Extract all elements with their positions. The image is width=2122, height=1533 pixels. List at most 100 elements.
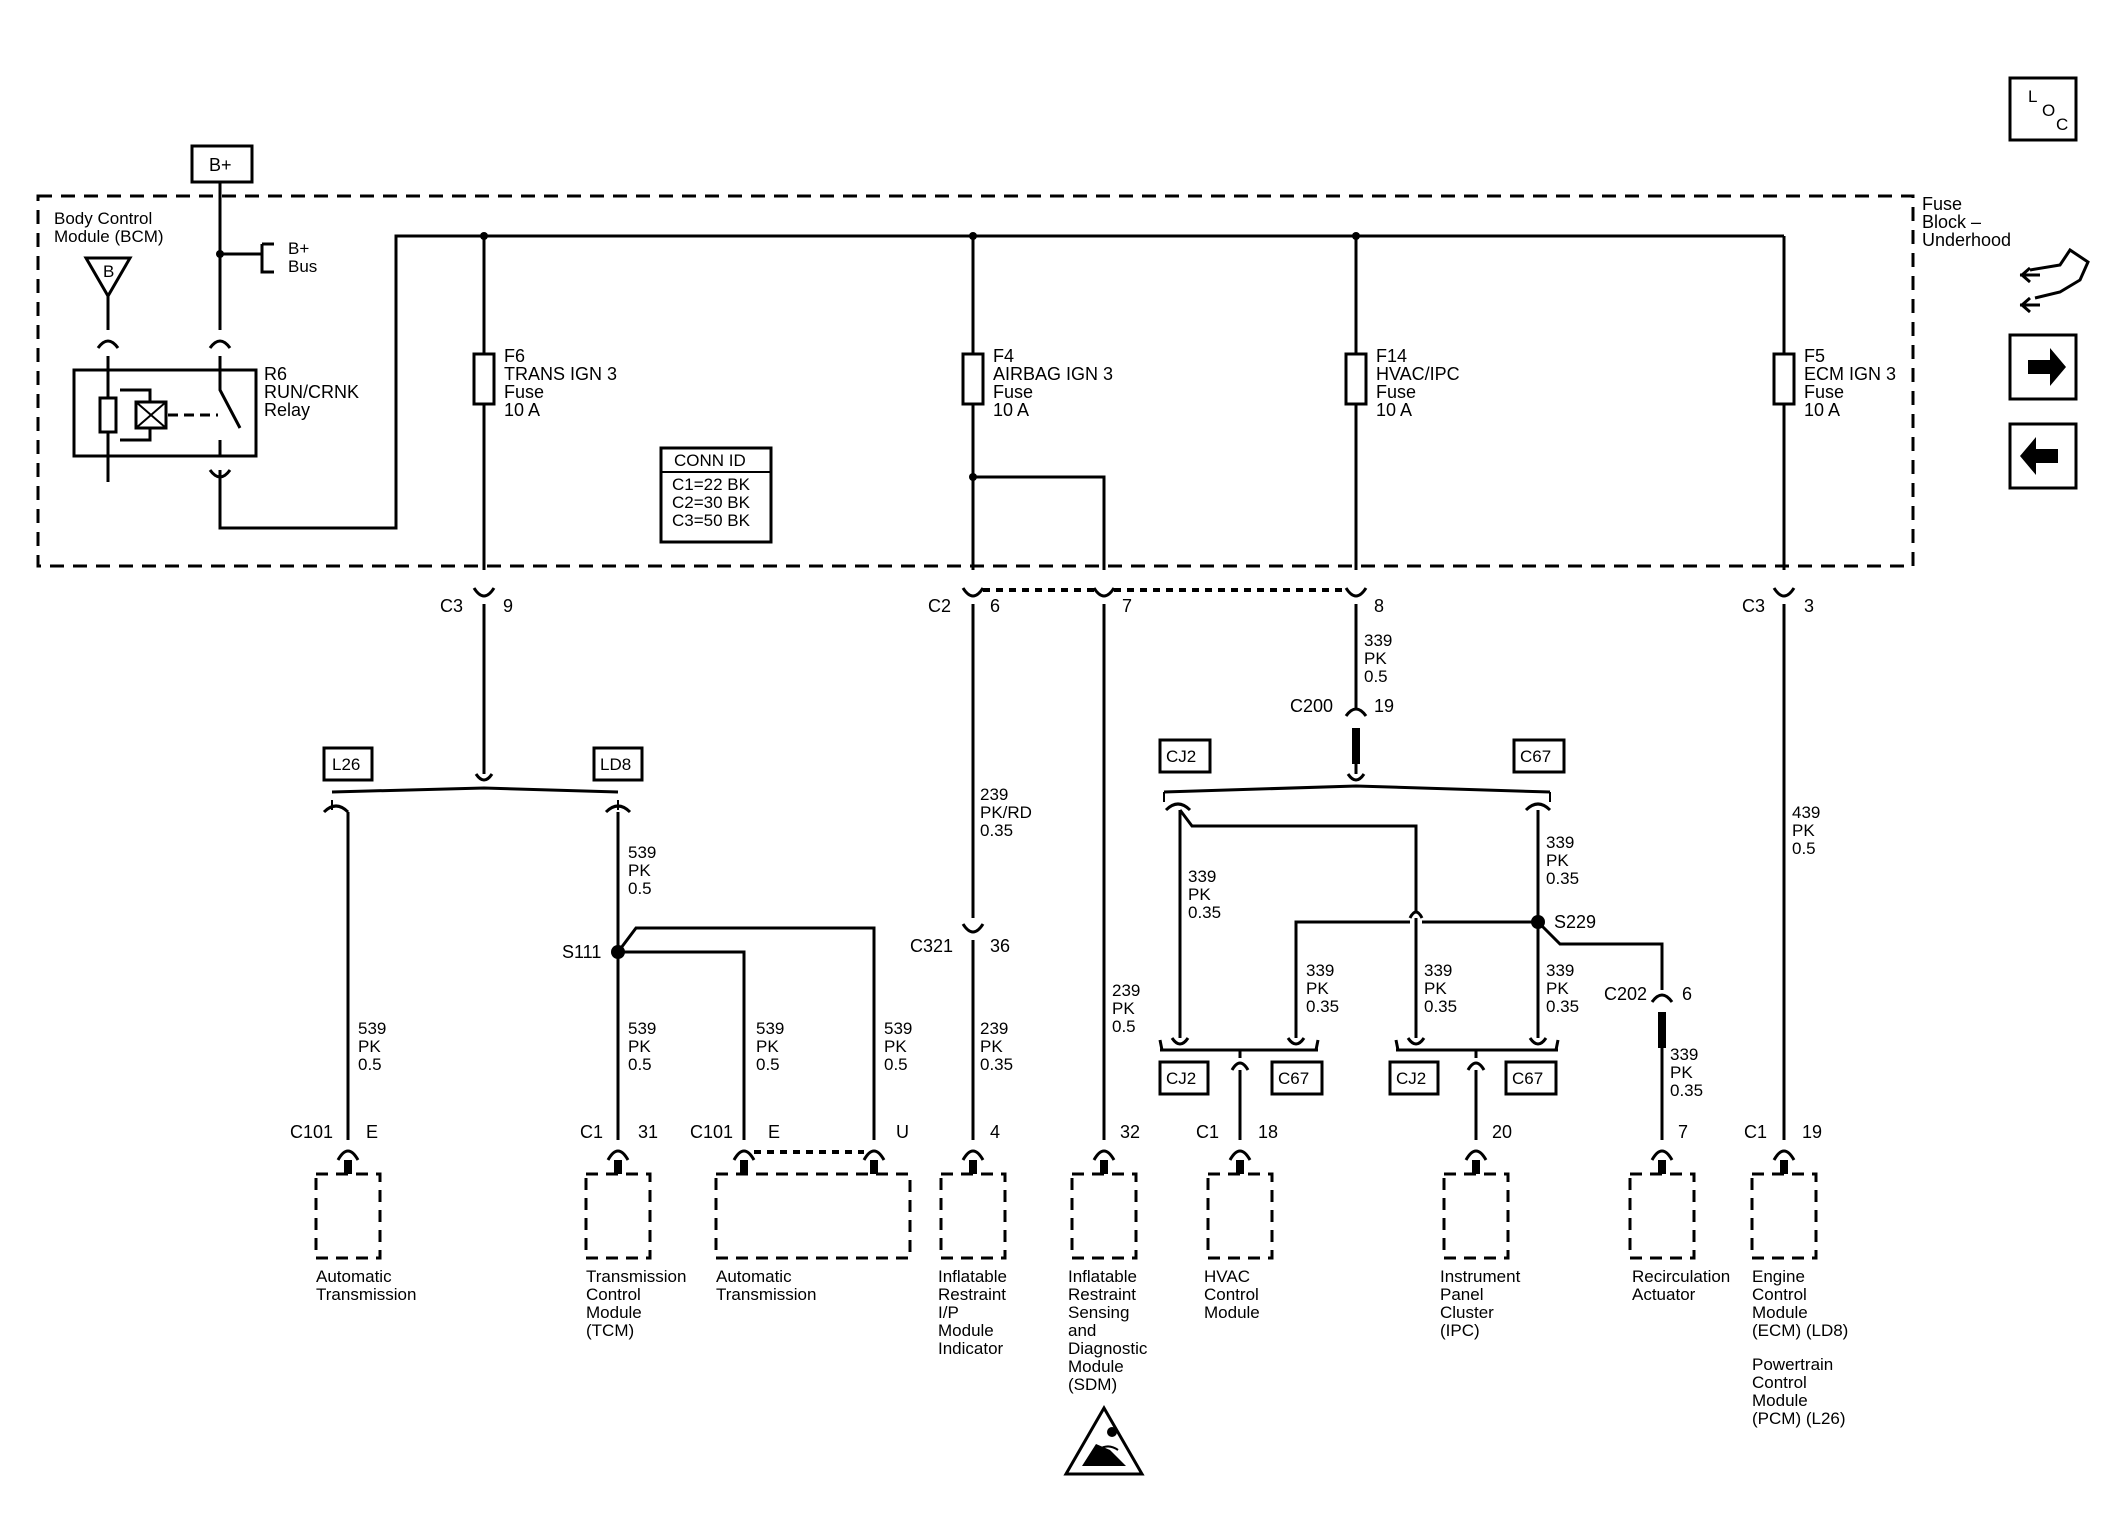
svg-text:Diagnostic: Diagnostic (1068, 1339, 1148, 1358)
fuse-f14 (1344, 232, 1368, 570)
w239sdm-3: 0.5 (1112, 1017, 1136, 1036)
w339m3-1: 339 (1546, 961, 1574, 980)
svg-text:Control: Control (1752, 1373, 1807, 1392)
label-ipc: Instrument Panel Cluster (IPC) (1440, 1267, 1521, 1340)
w339m2-1: 339 (1424, 961, 1452, 980)
w339rec-1: 339 (1670, 1045, 1698, 1064)
w339rec-2: PK (1670, 1063, 1693, 1082)
svg-text:Control: Control (1752, 1285, 1807, 1304)
w539b-1: 539 (628, 843, 656, 862)
pin-e-b: E (768, 1122, 780, 1142)
svg-text:Restraint: Restraint (938, 1285, 1006, 1304)
conn-id-row-1: C1=22 BK (672, 475, 751, 494)
c202-label: C202 (1604, 984, 1647, 1004)
pin-4: 4 (990, 1122, 1000, 1142)
w539d-2: PK (756, 1037, 779, 1056)
w239bot-3: 0.35 (980, 1055, 1013, 1074)
c2-label: C2 (928, 596, 951, 616)
w539c-2: PK (628, 1037, 651, 1056)
svg-text:(PCM) (L26): (PCM) (L26) (1752, 1409, 1846, 1428)
w239top-3: 0.35 (980, 821, 1013, 840)
w239bot-2: PK (980, 1037, 1003, 1056)
svg-text:Module: Module (938, 1321, 994, 1340)
svg-text:Recirculation: Recirculation (1632, 1267, 1730, 1286)
label-auto-trans-2: Automatic Transmission (716, 1267, 816, 1304)
w339m3-2: PK (1546, 979, 1569, 998)
b-plus-text: B+ (209, 155, 232, 175)
bcm-label-1: Body Control (54, 209, 152, 228)
w339m1-1: 339 (1306, 961, 1334, 980)
fuse-block-label: Fuse Block – Underhood (1922, 194, 2011, 250)
w239bot-1: 239 (980, 1019, 1008, 1038)
svg-text:Panel: Panel (1440, 1285, 1483, 1304)
conn-id-title: CONN ID (674, 451, 746, 470)
opt-cj2-top-text: CJ2 (1166, 747, 1196, 766)
loc-icon[interactable]: L O C (2008, 76, 2078, 142)
bcm-pin: B (103, 262, 114, 281)
s111-label: S111 (562, 942, 601, 962)
w339l1-2: PK (1188, 885, 1211, 904)
auto-trans-1-box (314, 1172, 382, 1260)
svg-text:HVAC: HVAC (1204, 1267, 1250, 1286)
w539a-1: 539 (358, 1019, 386, 1038)
auto-trans-2-box (714, 1172, 912, 1260)
opt-c67-hvac-text: C67 (1278, 1069, 1309, 1088)
opt-cj2-hvac: CJ2 (1158, 1060, 1210, 1096)
w339m2-3: 0.35 (1424, 997, 1457, 1016)
w539c-1: 539 (628, 1019, 656, 1038)
c321-pin: 36 (990, 936, 1010, 956)
fuse-f14-id: F14 (1376, 346, 1407, 366)
fuse-f6-name: TRANS IGN 3 (504, 364, 617, 384)
opt-c67-ipc-text: C67 (1512, 1069, 1543, 1088)
w539a-3: 0.5 (358, 1055, 382, 1074)
ip-indicator-box (939, 1172, 1007, 1260)
opt-c67-top-text: C67 (1520, 747, 1551, 766)
c3-pin-9: 9 (503, 596, 513, 616)
svg-text:Restraint: Restraint (1068, 1285, 1136, 1304)
w539b-2: PK (628, 861, 651, 880)
w239top-2: PK/RD (980, 803, 1032, 822)
next-arrow-icon[interactable] (2008, 333, 2078, 401)
pin-31: 31 (638, 1122, 658, 1142)
c321-label: C321 (910, 936, 953, 956)
w339m1-2: PK (1306, 979, 1329, 998)
fuse-f6 (472, 232, 496, 570)
prev-arrow-icon[interactable] (2008, 422, 2078, 490)
harness-icon[interactable] (2019, 247, 2090, 314)
fuse-block-label-2: Block – (1922, 212, 1981, 232)
c2-pin-8: 8 (1374, 596, 1384, 616)
w339m2-2: PK (1424, 979, 1447, 998)
bus-label-2: Bus (288, 257, 317, 276)
conn-id-row-2: C2=30 BK (672, 493, 751, 512)
tcm-box (584, 1172, 652, 1260)
opt-cj2-hvac-text: CJ2 (1166, 1069, 1196, 1088)
loc-c: C (2056, 115, 2068, 134)
svg-text:(IPC): (IPC) (1440, 1321, 1480, 1340)
w239sdm-2: PK (1112, 999, 1135, 1018)
fuse-f14-name: HVAC/IPC (1376, 364, 1460, 384)
svg-text:Inflatable: Inflatable (1068, 1267, 1137, 1286)
svg-text:Module: Module (1752, 1391, 1808, 1410)
svg-text:Module: Module (1068, 1357, 1124, 1376)
recirc-box (1628, 1172, 1696, 1260)
svg-text:and: and (1068, 1321, 1096, 1340)
conn-id-row-3: C3=50 BK (672, 511, 751, 530)
fuse-f14-type: Fuse (1376, 382, 1416, 402)
w339l1-1: 339 (1188, 867, 1216, 886)
pin-c1-a: C1 (580, 1122, 603, 1142)
relay-label-1: R6 (264, 364, 287, 384)
pin-u: U (896, 1122, 909, 1142)
pin-c1-b: C1 (1196, 1122, 1219, 1142)
fuse-f5 (1772, 236, 1796, 570)
fuse-block-label-1: Fuse (1922, 194, 1962, 214)
w339m1-3: 0.35 (1306, 997, 1339, 1016)
w539e-1: 539 (884, 1019, 912, 1038)
w539d-1: 539 (756, 1019, 784, 1038)
svg-text:Powertrain: Powertrain (1752, 1355, 1833, 1374)
opt-ld8: LD8 (592, 746, 644, 782)
fuse-block-outline (36, 194, 1915, 568)
fuse-f4 (961, 232, 1106, 570)
ecm-box (1750, 1172, 1818, 1260)
pin-20: 20 (1492, 1122, 1512, 1142)
conn-id-table: CONN ID C1=22 BK C2=30 BK C3=50 BK (659, 446, 773, 544)
